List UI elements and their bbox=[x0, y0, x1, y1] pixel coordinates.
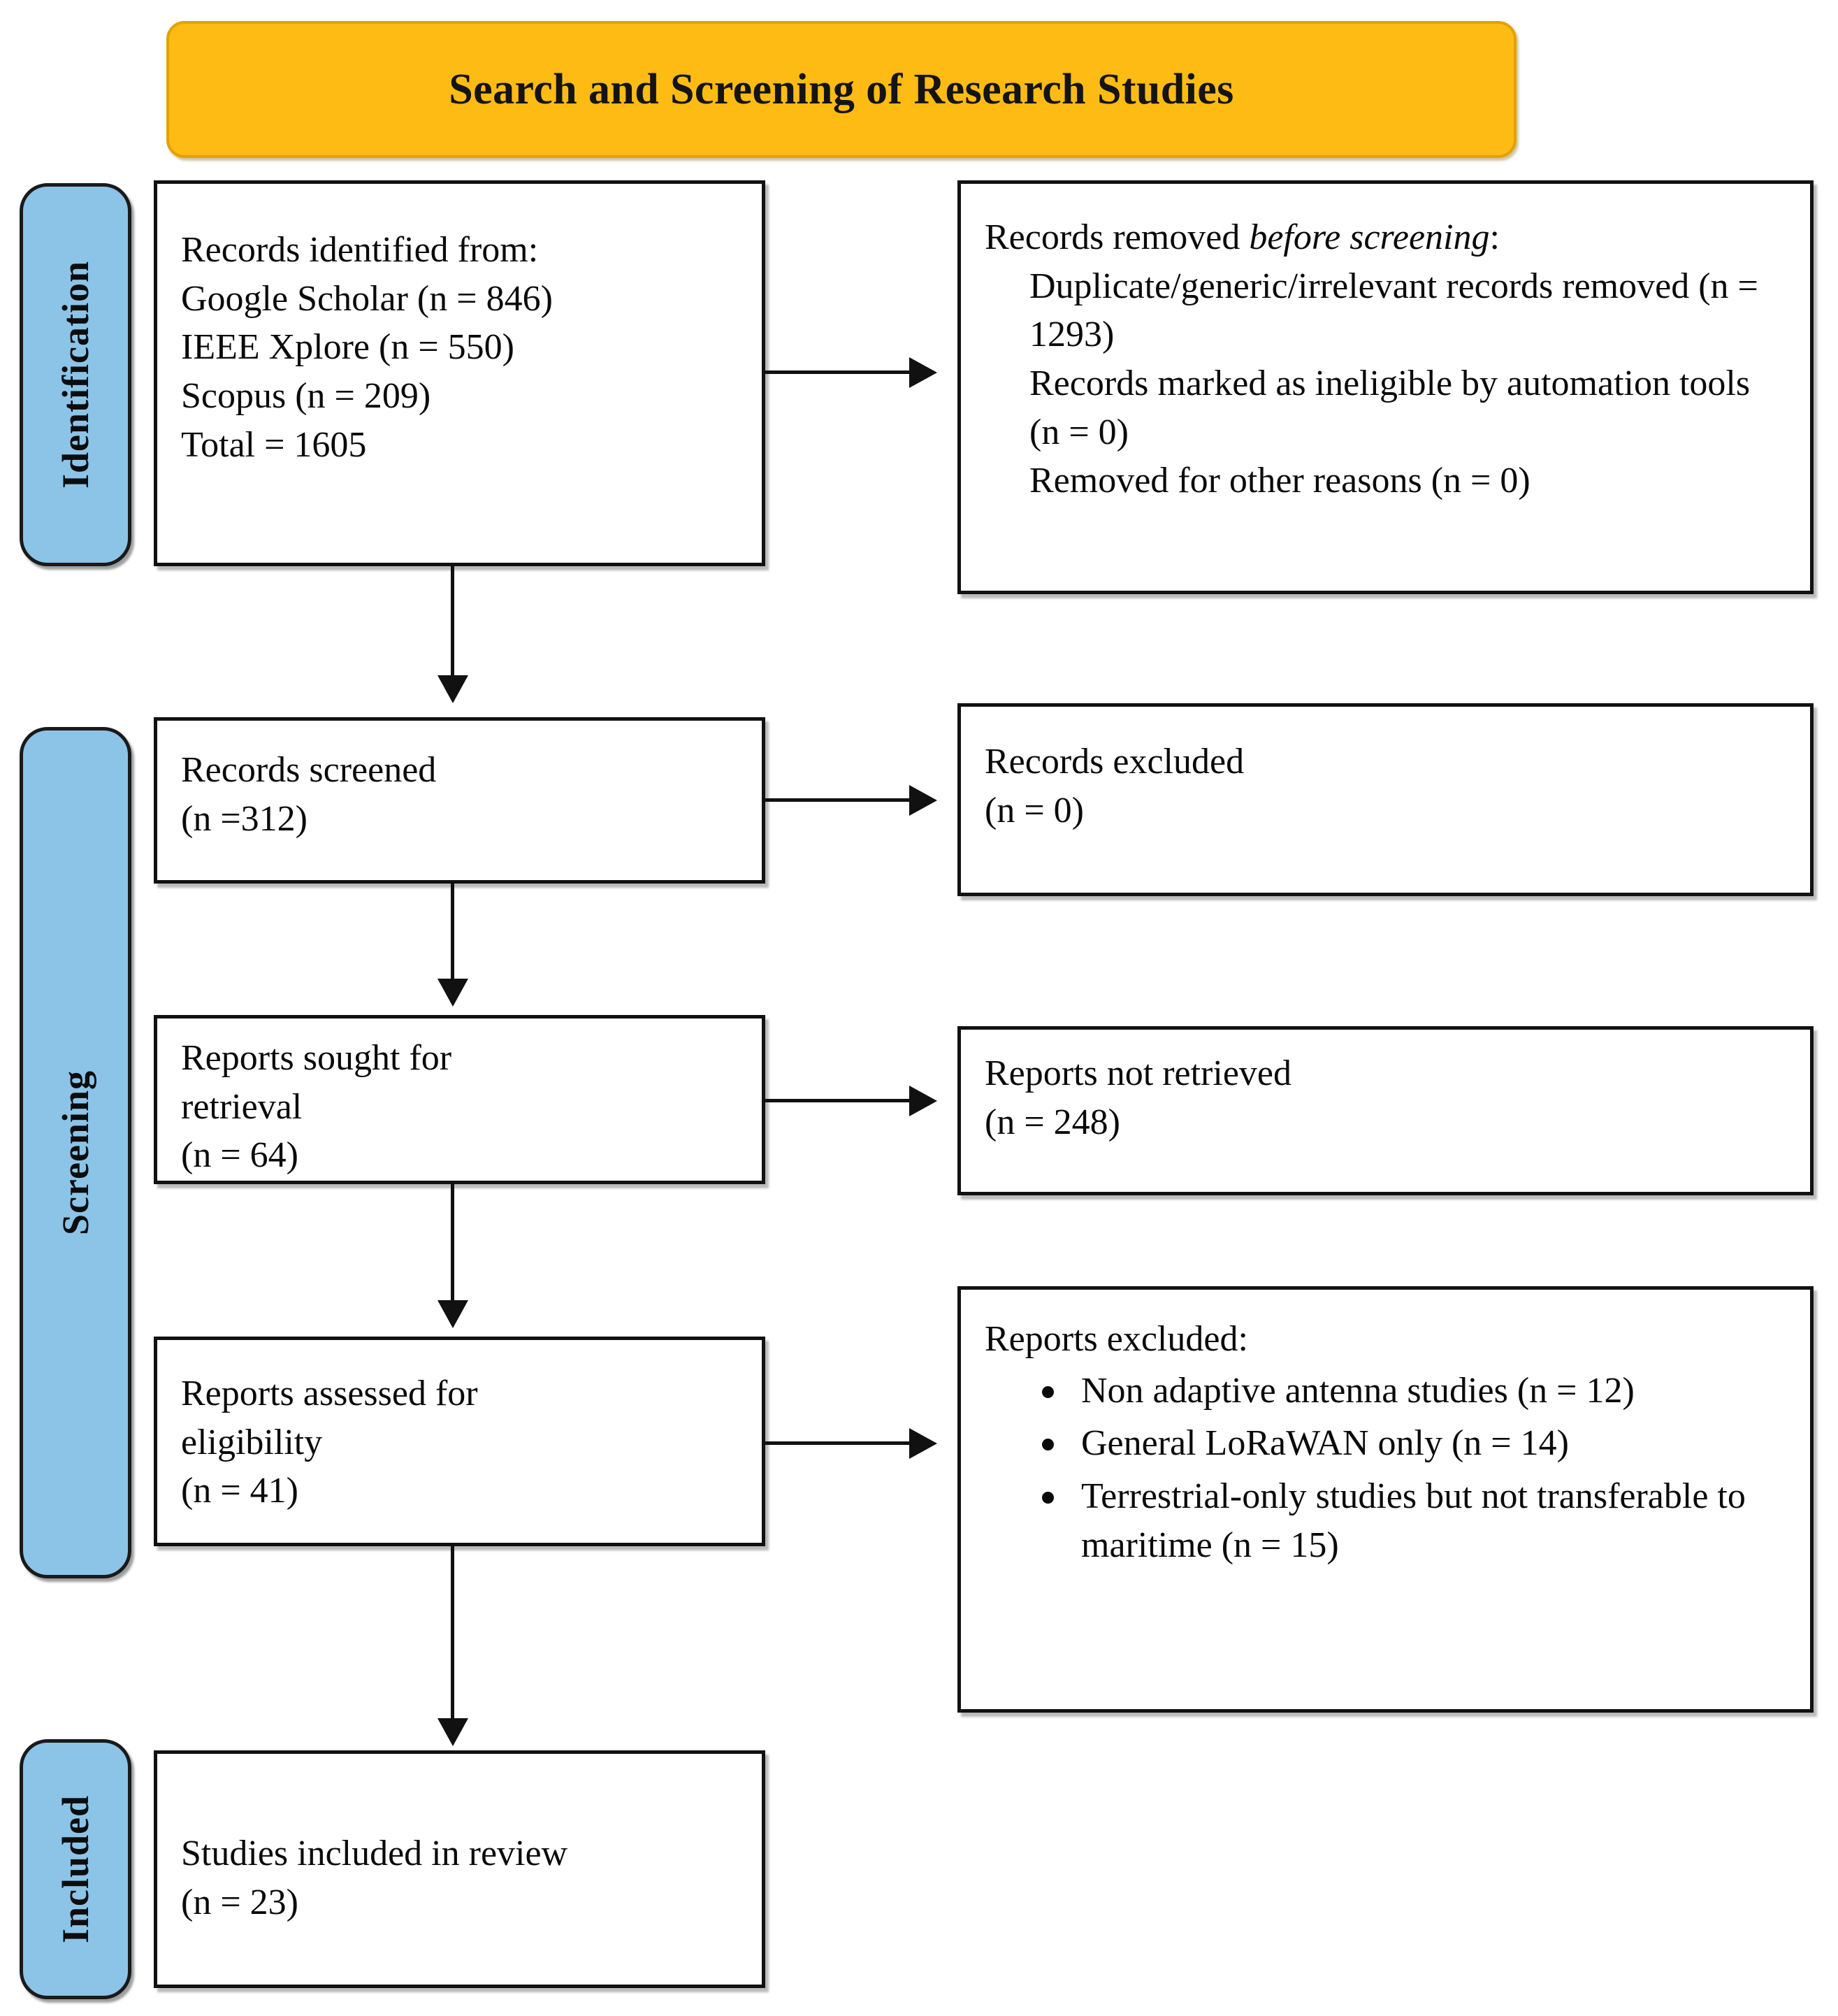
records-screened-line-2: (n =312) bbox=[181, 798, 307, 839]
box-reports-not-retrieved: Reports not retrieved (n = 248) bbox=[957, 1026, 1814, 1195]
records-removed-heading-prefix: Records removed bbox=[985, 217, 1250, 257]
arrowhead-identified-to-removed bbox=[909, 357, 937, 388]
connector-identified-to-removed bbox=[765, 370, 909, 374]
records-identified-line-4: Scopus (n = 209) bbox=[181, 376, 431, 417]
diagram-title-banner: Search and Screening of Research Studies bbox=[166, 21, 1517, 158]
studies-included-line-2: (n = 23) bbox=[181, 1882, 298, 1922]
arrowhead-assessed-to-included bbox=[437, 1718, 468, 1746]
records-excluded-line-2: (n = 0) bbox=[985, 790, 1084, 830]
box-records-identified: Records identified from: Google Scholar … bbox=[154, 180, 765, 566]
connector-assessed-to-reports-excluded bbox=[765, 1441, 909, 1445]
records-removed-heading-italic: before screening bbox=[1249, 217, 1490, 257]
box-records-removed: Records removed before screening: Duplic… bbox=[957, 180, 1814, 594]
records-identified-line-3: IEEE Xplore (n = 550) bbox=[181, 327, 514, 368]
connector-screened-to-excluded bbox=[765, 798, 909, 802]
reports-excluded-bullet: Non adaptive antenna studies (n = 12) bbox=[1035, 1367, 1786, 1416]
reports-excluded-bullet: Terrestrial-only studies but not transfe… bbox=[1035, 1472, 1786, 1569]
records-removed-list: Duplicate/generic/irrelevant records rem… bbox=[985, 262, 1786, 505]
records-removed-item: Duplicate/generic/irrelevant records rem… bbox=[1029, 266, 1758, 355]
connector-screened-to-sought bbox=[451, 884, 454, 981]
diagram-title: Search and Screening of Research Studies bbox=[449, 65, 1234, 113]
stage-label-included: Included bbox=[55, 1794, 96, 1944]
records-identified-line-5: Total = 1605 bbox=[181, 424, 367, 465]
box-reports-assessed: Reports assessed for eligibility (n = 41… bbox=[154, 1337, 765, 1546]
connector-sought-to-assessed bbox=[451, 1184, 454, 1303]
box-records-screened: Records screened (n =312) bbox=[154, 717, 765, 884]
connector-assessed-to-included bbox=[451, 1546, 454, 1721]
records-excluded-line-1: Records excluded bbox=[985, 742, 1245, 782]
reports-sought-line-1: Reports sought for bbox=[181, 1038, 452, 1078]
reports-assessed-line-1: Reports assessed for bbox=[181, 1374, 478, 1413]
reports-sought-line-3: (n = 64) bbox=[181, 1135, 298, 1176]
reports-excluded-heading: Reports excluded: bbox=[985, 1319, 1248, 1359]
box-reports-sought: Reports sought for retrieval (n = 64) bbox=[154, 1015, 765, 1184]
arrowhead-screened-to-sought bbox=[437, 979, 468, 1007]
box-studies-included: Studies included in review (n = 23) bbox=[154, 1750, 765, 1988]
stage-pill-screening: Screening bbox=[20, 727, 131, 1578]
connector-identified-to-screened bbox=[451, 566, 454, 678]
box-records-excluded: Records excluded (n = 0) bbox=[957, 703, 1814, 896]
arrowhead-assessed-to-reports-excluded bbox=[909, 1428, 937, 1459]
arrowhead-sought-to-not-retrieved bbox=[909, 1086, 937, 1116]
reports-assessed-line-3: (n = 41) bbox=[181, 1471, 298, 1511]
stage-label-screening: Screening bbox=[55, 1070, 96, 1235]
reports-not-retrieved-line-2: (n = 248) bbox=[985, 1102, 1120, 1142]
records-removed-heading-suffix: : bbox=[1489, 217, 1500, 257]
records-identified-line-2: Google Scholar (n = 846) bbox=[181, 278, 553, 319]
stage-label-identification: Identification bbox=[55, 260, 97, 489]
connector-sought-to-not-retrieved bbox=[765, 1099, 909, 1102]
reports-assessed-line-2: eligibility bbox=[181, 1422, 323, 1462]
records-removed-item: Removed for other reasons (n = 0) bbox=[1029, 461, 1531, 501]
records-identified-line-1: Records identified from: bbox=[181, 230, 539, 270]
records-screened-line-1: Records screened bbox=[181, 750, 437, 790]
stage-pill-identification: Identification bbox=[20, 183, 131, 566]
arrowhead-identified-to-screened bbox=[437, 675, 468, 703]
records-removed-item: Records marked as ineligible by automati… bbox=[1029, 363, 1751, 452]
reports-sought-line-2: retrieval bbox=[181, 1086, 303, 1127]
reports-excluded-list: Non adaptive antenna studies (n = 12) Ge… bbox=[985, 1367, 1786, 1570]
arrowhead-sought-to-assessed bbox=[437, 1300, 468, 1328]
box-reports-excluded: Reports excluded: Non adaptive antenna s… bbox=[957, 1286, 1814, 1713]
studies-included-line-1: Studies included in review bbox=[181, 1834, 568, 1873]
reports-excluded-bullet: General LoRaWAN only (n = 14) bbox=[1035, 1419, 1786, 1468]
stage-pill-included: Included bbox=[20, 1739, 131, 1999]
reports-not-retrieved-line-1: Reports not retrieved bbox=[985, 1053, 1291, 1093]
arrowhead-screened-to-excluded bbox=[909, 785, 937, 816]
records-removed-heading: Records removed before screening: bbox=[985, 213, 1786, 262]
